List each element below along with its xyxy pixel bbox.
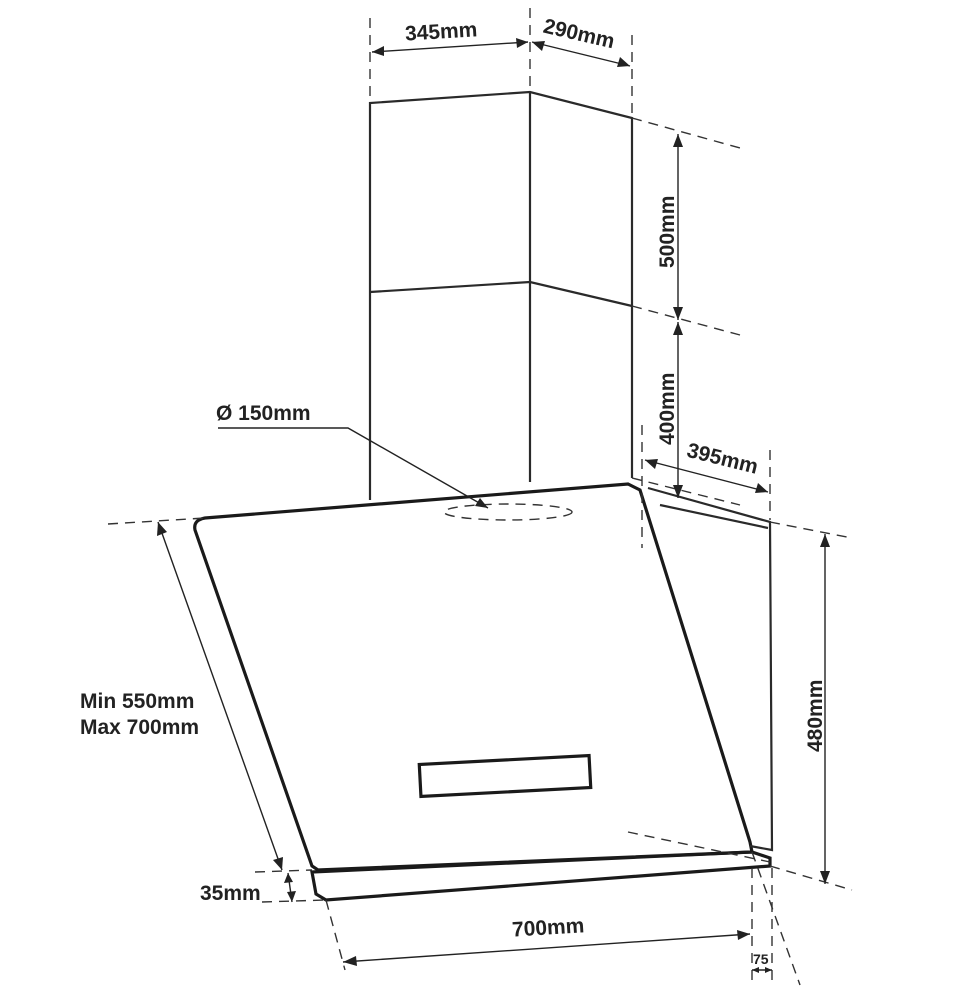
arrow — [673, 307, 683, 320]
arrow — [287, 891, 296, 902]
arrow — [475, 498, 488, 508]
dim-hood-width-line — [342, 933, 751, 963]
arrow — [532, 41, 545, 51]
dim-chimney-depth-line — [531, 41, 631, 67]
ext-chimney-joint — [631, 305, 741, 336]
arrow — [343, 956, 357, 966]
label-hood-width: 700mm — [511, 914, 585, 941]
ext-bottom-floor — [627, 831, 771, 863]
dimension-lines — [157, 38, 830, 973]
hood-body — [193, 482, 774, 902]
arrow — [820, 871, 830, 884]
arrow — [372, 46, 384, 56]
arrow — [645, 459, 658, 469]
ext-hood-top — [631, 477, 741, 506]
dim-chimney-width-line — [371, 41, 529, 53]
chimney-joint-line — [369, 280, 633, 308]
label-lower-height: 400mm — [656, 373, 679, 445]
arrow — [752, 967, 759, 973]
outlet-opening — [443, 503, 573, 521]
label-upper-height: 500mm — [656, 196, 679, 268]
label-outlet-diameter: Ø 150mm — [216, 402, 311, 425]
arrow — [284, 873, 293, 883]
dim-hood-depth-line — [644, 459, 769, 493]
dimension-labels: 345mm 290mm 500mm 400mm 395mm 480mm Ø 15… — [80, 15, 827, 967]
ext-hood-bottom-right — [769, 865, 853, 891]
arrow — [755, 483, 768, 493]
ext-hood-left-top — [107, 517, 206, 525]
control-panel — [417, 753, 593, 799]
label-offset: 75 — [753, 951, 769, 967]
label-mounting-max: Max 700mm — [80, 716, 199, 739]
label-chimney-width: 345mm — [404, 18, 478, 45]
extension-lines — [107, 8, 853, 986]
arrow — [516, 38, 528, 48]
chimney — [368, 90, 634, 500]
label-mounting-min: Min 550mm — [80, 690, 194, 713]
hood-side-inner-edge — [659, 503, 769, 530]
arrow — [820, 534, 830, 547]
hood-side-panel — [647, 486, 774, 852]
arrow — [617, 57, 630, 67]
ext-bottom-left-2 — [261, 899, 327, 903]
arrow — [765, 967, 772, 973]
arrow — [157, 522, 167, 536]
dim-mounting-height-line — [157, 521, 283, 871]
ext-chimney-top — [631, 117, 741, 149]
hood-glass-panel — [193, 482, 754, 872]
label-bottom-thickness: 35mm — [200, 882, 261, 905]
ext-hood-top-right — [769, 521, 853, 539]
outlet-leader-line — [218, 427, 489, 509]
label-hood-height: 480mm — [804, 680, 827, 752]
arrow — [737, 930, 750, 940]
arrow — [673, 485, 683, 498]
arrow — [273, 857, 283, 870]
ext-bottom-left-1 — [254, 869, 313, 873]
arrow — [673, 322, 683, 335]
ext-hood-width-left — [325, 899, 346, 971]
arrow — [673, 134, 683, 147]
ext-glass-extension — [751, 851, 801, 986]
